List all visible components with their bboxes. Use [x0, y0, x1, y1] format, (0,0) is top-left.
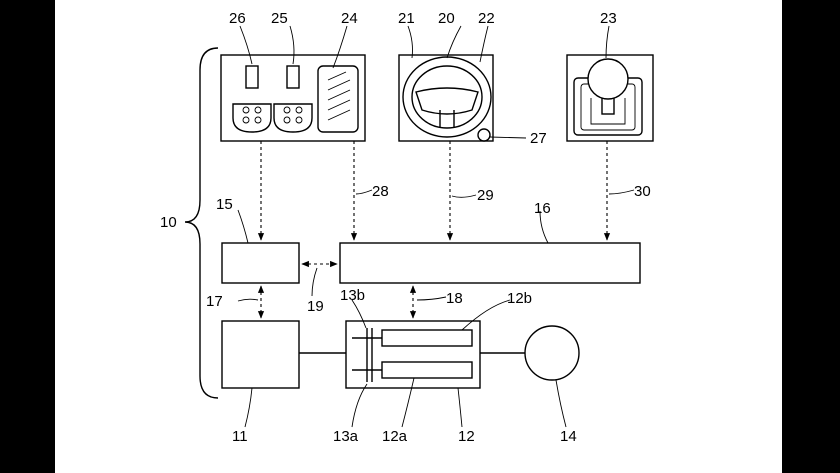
label-17: 17 [206, 293, 223, 310]
label-13b: 13b [340, 287, 365, 304]
label-23: 23 [600, 10, 617, 27]
label-28: 28 [372, 183, 389, 200]
label-26: 26 [229, 10, 246, 27]
steering-unit [399, 55, 493, 141]
label-12a: 12a [382, 428, 408, 445]
label-13a: 13a [333, 428, 359, 445]
wheel-14 [525, 326, 579, 380]
label-30: 30 [634, 183, 651, 200]
label-25: 25 [271, 10, 288, 27]
label-21: 21 [398, 10, 415, 27]
block-11 [222, 321, 299, 388]
label-20: 20 [438, 10, 455, 27]
label-14: 14 [560, 428, 577, 445]
block-15 [222, 243, 299, 283]
block-12 [346, 321, 480, 388]
label-10: 10 [160, 214, 177, 231]
label-29: 29 [477, 187, 494, 204]
label-24: 24 [341, 10, 358, 27]
system-brace [185, 48, 218, 398]
label-15: 15 [216, 196, 233, 213]
label-19: 19 [307, 298, 324, 315]
label-22: 22 [478, 10, 495, 27]
label-27: 27 [530, 130, 547, 147]
label-11: 11 [232, 428, 248, 445]
label-16: 16 [534, 200, 551, 217]
label-18: 18 [446, 290, 463, 307]
pedal-unit [221, 55, 365, 141]
label-12: 12 [458, 428, 475, 445]
block-16 [340, 243, 640, 283]
shift-unit [567, 55, 653, 141]
label-12b: 12b [507, 290, 532, 307]
